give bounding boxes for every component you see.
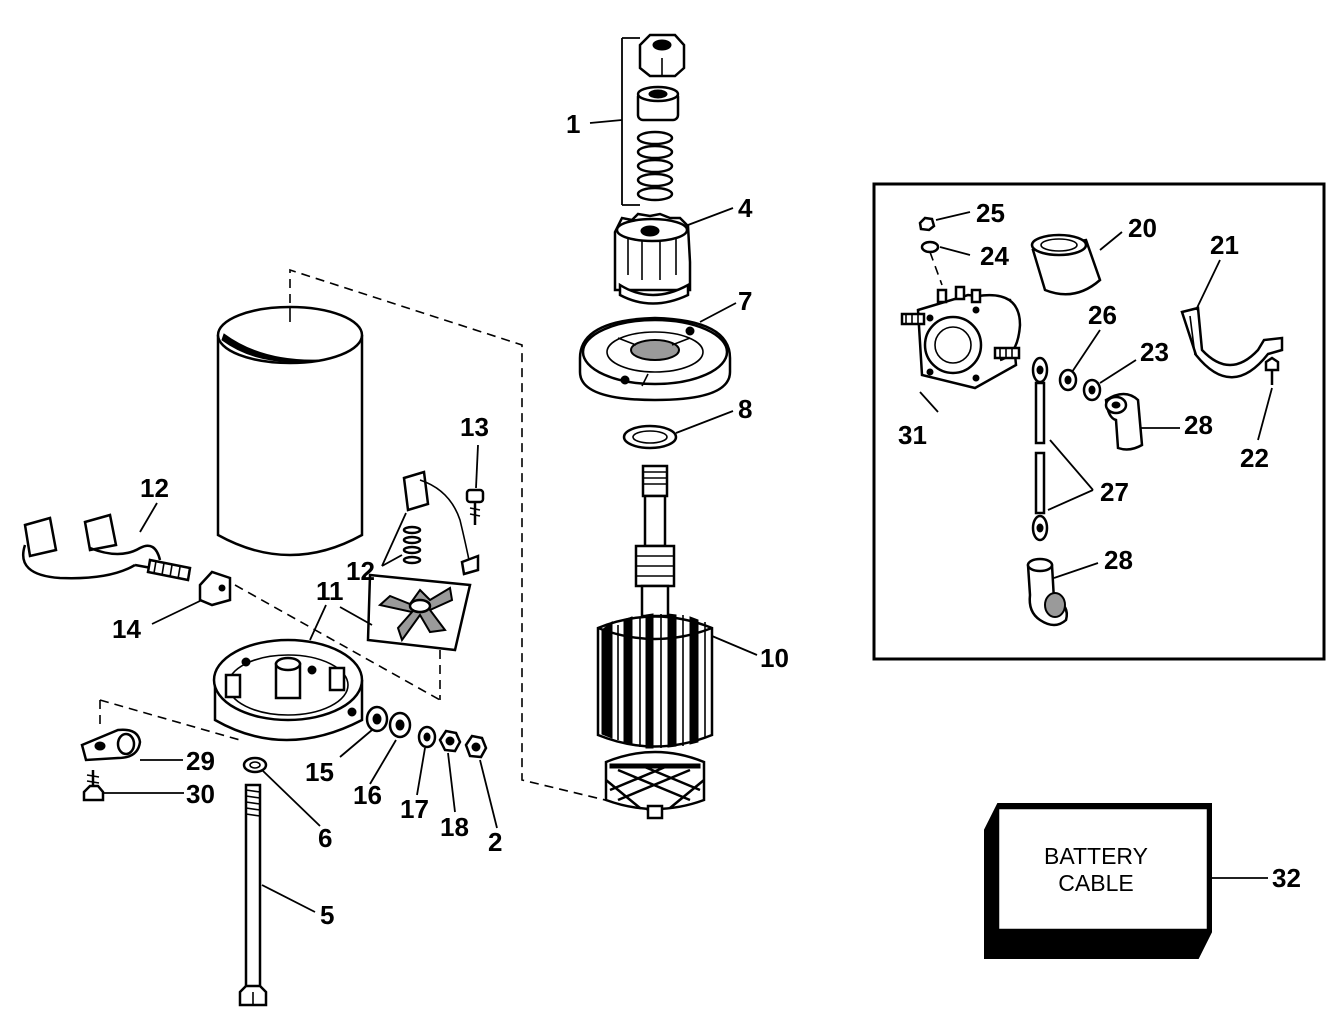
drive-pinion-gear [613, 212, 692, 305]
brush-plate [366, 573, 472, 652]
clamp-screw [82, 770, 105, 802]
part-label-2: 2 [488, 827, 502, 857]
commutator-end-housing [212, 638, 364, 742]
terminal-boot-upper [1104, 392, 1144, 451]
part-label-12-right: 12 [346, 556, 375, 586]
part-label-29: 29 [186, 746, 215, 776]
brush-screw [465, 488, 485, 525]
part-label-1: 1 [566, 109, 580, 139]
bracket-screw [1264, 356, 1280, 385]
solenoid [900, 285, 1022, 390]
battery-cable-label-line2: CABLE [1058, 870, 1133, 896]
through-bolt-washer [242, 756, 268, 774]
terminal-hardware [365, 705, 488, 759]
thrust-washer [622, 424, 678, 450]
brush-and-spring [402, 470, 480, 576]
part-label-14: 14 [112, 614, 141, 644]
pinion-stop-kit [621, 33, 686, 206]
solenoid-inset-panel [872, 182, 1326, 661]
part-label-30: 30 [186, 779, 215, 809]
part-label-27: 27 [1100, 477, 1129, 507]
part-label-28-upper: 28 [1184, 410, 1213, 440]
part-label-8: 8 [738, 394, 752, 424]
solenoid-boot [1030, 233, 1102, 296]
part-label-13: 13 [460, 412, 489, 442]
part-label-11: 11 [316, 576, 344, 606]
brush-lead-assembly [22, 513, 192, 582]
leader-lines [102, 119, 1273, 913]
part-label-21: 21 [1210, 230, 1239, 260]
part-label-4: 4 [738, 193, 753, 223]
armature [596, 464, 714, 820]
part-label-22: 22 [1240, 443, 1269, 473]
field-frame-housing [216, 305, 364, 557]
part-label-23: 23 [1140, 337, 1169, 367]
part-label-28-lower: 28 [1104, 545, 1133, 575]
assembly-guide-lines [99, 268, 656, 818]
terminal-insulator [198, 570, 232, 607]
part-label-5: 5 [320, 900, 334, 930]
part-label-16: 16 [353, 780, 382, 810]
part-label-32: 32 [1272, 863, 1301, 893]
battery-cable-box: BATTERY CABLE [984, 803, 1212, 959]
part-label-24: 24 [980, 241, 1009, 271]
part-number-labels: 1 4 7 8 10 13 12 12 11 14 15 16 17 18 2 … [112, 109, 1301, 930]
part-label-17: 17 [400, 794, 429, 824]
part-label-7: 7 [738, 286, 752, 316]
terminal-boot-lower [1026, 557, 1068, 627]
part-label-31: 31 [898, 420, 927, 450]
cable-clamp [80, 728, 142, 762]
solenoid-bracket [1180, 306, 1284, 379]
battery-cable-label-line1: BATTERY [1044, 843, 1148, 869]
part-label-18: 18 [440, 812, 469, 842]
part-label-15: 15 [305, 757, 334, 787]
drive-end-cap [578, 316, 732, 402]
part-label-26: 26 [1088, 300, 1117, 330]
part-label-25: 25 [976, 198, 1005, 228]
part-label-20: 20 [1128, 213, 1157, 243]
part-label-12-left: 12 [140, 473, 169, 503]
part-label-6: 6 [318, 823, 332, 853]
through-bolt [238, 783, 268, 1007]
solenoid-cable [1031, 356, 1049, 542]
part-label-10: 10 [760, 643, 789, 673]
